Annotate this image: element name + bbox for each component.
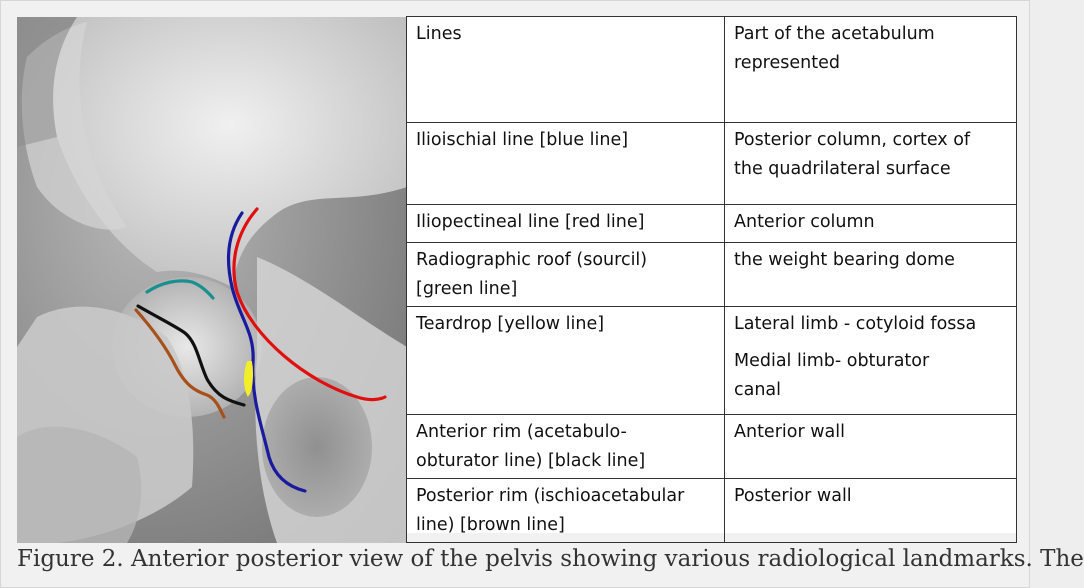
table-row-roof: Radiographic roof (sourcil) [green line]…	[406, 242, 1017, 307]
line-name: Posterior rim (ischioacetabular	[416, 486, 685, 506]
table-row-posterior-rim: Posterior rim (ischioacetabular line) [b…	[406, 478, 1017, 543]
table-row-teardrop: Teardrop [yellow line] Lateral limb - co…	[406, 306, 1017, 415]
table-row-ilioischial: Ilioischial line [blue line] Posterior c…	[406, 122, 1017, 205]
posterior-rim-brown	[134, 308, 226, 419]
row-part-cell: Anterior column	[724, 204, 1017, 243]
row-part-cell: Lateral limb - cotyloid fossa Medial lim…	[724, 306, 1017, 415]
row-part-cell: Anterior wall	[724, 414, 1017, 479]
line-name: Ilioischial line [blue line]	[416, 130, 629, 150]
part-text: the quadrilateral surface	[734, 159, 951, 179]
table-row-anterior-rim: Anterior rim (acetabulo- obturator line)…	[406, 414, 1017, 479]
part-text: Anterior column	[734, 212, 875, 232]
line-name: [green line]	[416, 279, 518, 299]
part-text: Posterior column, cortex of	[734, 130, 971, 150]
row-line-cell: Ilioischial line [blue line]	[406, 122, 725, 205]
header-part-label-line1: Part of the acetabulum	[734, 24, 935, 44]
line-name: Radiographic roof (sourcil)	[416, 250, 648, 270]
ilioischial-line-blue	[226, 211, 307, 493]
part-text: Posterior wall	[734, 486, 852, 506]
row-line-cell: Posterior rim (ischioacetabular line) [b…	[406, 478, 725, 543]
line-name: Iliopectineal line [red line]	[416, 212, 645, 232]
part-text: the weight bearing dome	[734, 250, 955, 270]
row-line-cell: Radiographic roof (sourcil) [green line]	[406, 242, 725, 307]
row-part-cell: Posterior column, cortex of the quadrila…	[724, 122, 1017, 205]
figure-caption: Figure 2. Anterior posterior view of the…	[17, 546, 1084, 572]
header-lines-label: Lines	[416, 24, 462, 44]
part-spacer	[734, 339, 1008, 347]
header-lines-cell: Lines	[406, 16, 725, 123]
row-part-cell: Posterior wall	[724, 478, 1017, 543]
part-text: Medial limb- obturator	[734, 351, 930, 371]
landmarks-table: Lines Part of the acetabulum represented…	[406, 16, 1017, 543]
part-text: canal	[734, 380, 782, 400]
landmarks-table-container: Lines Part of the acetabulum represented…	[406, 16, 1017, 543]
anterior-rim-black	[136, 304, 246, 407]
iliopectineal-line-red	[232, 207, 387, 402]
row-line-cell: Iliopectineal line [red line]	[406, 204, 725, 243]
pelvis-xray-image	[17, 17, 407, 543]
line-name: line) [brown line]	[416, 515, 565, 535]
teardrop-yellow	[244, 361, 253, 397]
table-header-row: Lines Part of the acetabulum represented	[406, 16, 1017, 123]
part-text: Lateral limb - cotyloid fossa	[734, 314, 977, 334]
part-text: Anterior wall	[734, 422, 845, 442]
header-part-label-line2: represented	[734, 53, 840, 73]
row-line-cell: Anterior rim (acetabulo- obturator line)…	[406, 414, 725, 479]
row-part-cell: the weight bearing dome	[724, 242, 1017, 307]
row-line-cell: Teardrop [yellow line]	[406, 306, 725, 415]
radiographic-roof-green	[145, 279, 215, 300]
header-part-cell: Part of the acetabulum represented	[724, 16, 1017, 123]
line-name: Teardrop [yellow line]	[416, 314, 605, 334]
line-name: Anterior rim (acetabulo-	[416, 422, 627, 442]
line-name: obturator line) [black line]	[416, 451, 646, 471]
table-row-iliopectineal: Iliopectineal line [red line] Anterior c…	[406, 204, 1017, 243]
